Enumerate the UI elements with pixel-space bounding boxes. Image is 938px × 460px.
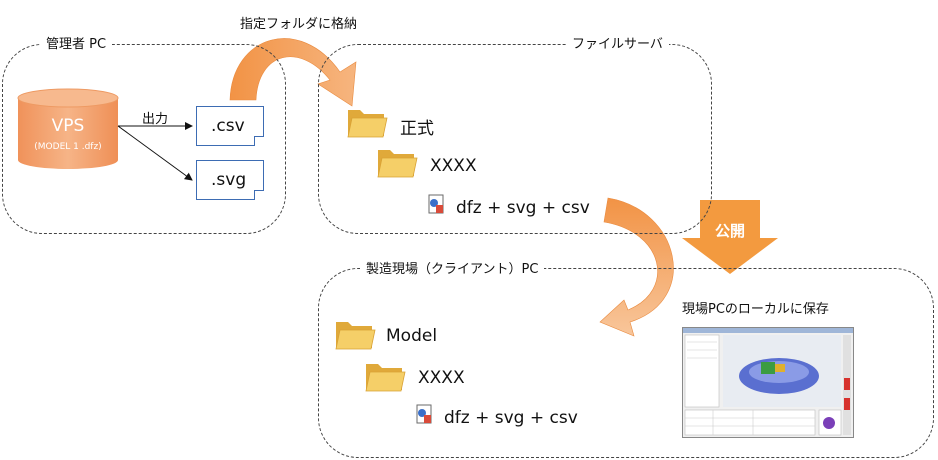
site-pc-label: 製造現場（クライアント）PC — [360, 262, 545, 278]
viewer-screenshot-icon — [682, 327, 854, 438]
folder-icon — [335, 322, 376, 350]
site-pc-file-set: dfz + svg + csv — [444, 408, 578, 428]
file-server-group — [318, 44, 712, 234]
file-server-label: ファイルサーバ — [566, 37, 669, 53]
cylinder-icon — [17, 88, 119, 169]
admin-pc-label: 管理者 PC — [40, 37, 113, 53]
publish-block-arrow — [682, 200, 778, 274]
svg-file: .svg — [196, 160, 264, 200]
folder-icon — [377, 150, 418, 178]
publish-arc-arrow — [599, 197, 674, 337]
database-title: VPS — [51, 116, 85, 136]
file-set-icon — [428, 194, 444, 214]
folder-icon — [365, 364, 406, 392]
folder-label-xxxx: XXXX — [430, 156, 477, 176]
admin-pc-group — [2, 44, 286, 234]
publish-label: 公開 — [714, 222, 745, 240]
output-label: 出力 — [142, 112, 169, 127]
file-server-file-set: dfz + svg + csv — [456, 198, 590, 218]
store-arrow-label: 指定フォルダに格納 — [240, 17, 358, 32]
site-pc-group — [318, 268, 934, 458]
folder-label-official: 正式 — [400, 119, 434, 139]
csv-file: .csv — [196, 106, 264, 146]
file-set-icon — [416, 404, 432, 424]
folder-label-xxxx-site: XXXX — [418, 368, 465, 388]
database-subtitle: (MODEL 1 .dfz) — [34, 142, 102, 152]
folder-label-model: Model — [386, 326, 438, 346]
output-line-svg — [117, 125, 193, 181]
folder-icon — [347, 110, 388, 138]
database: VPS (MODEL 1 .dfz) — [18, 100, 118, 170]
local-save-label: 現場PCのローカルに保存 — [682, 302, 829, 317]
